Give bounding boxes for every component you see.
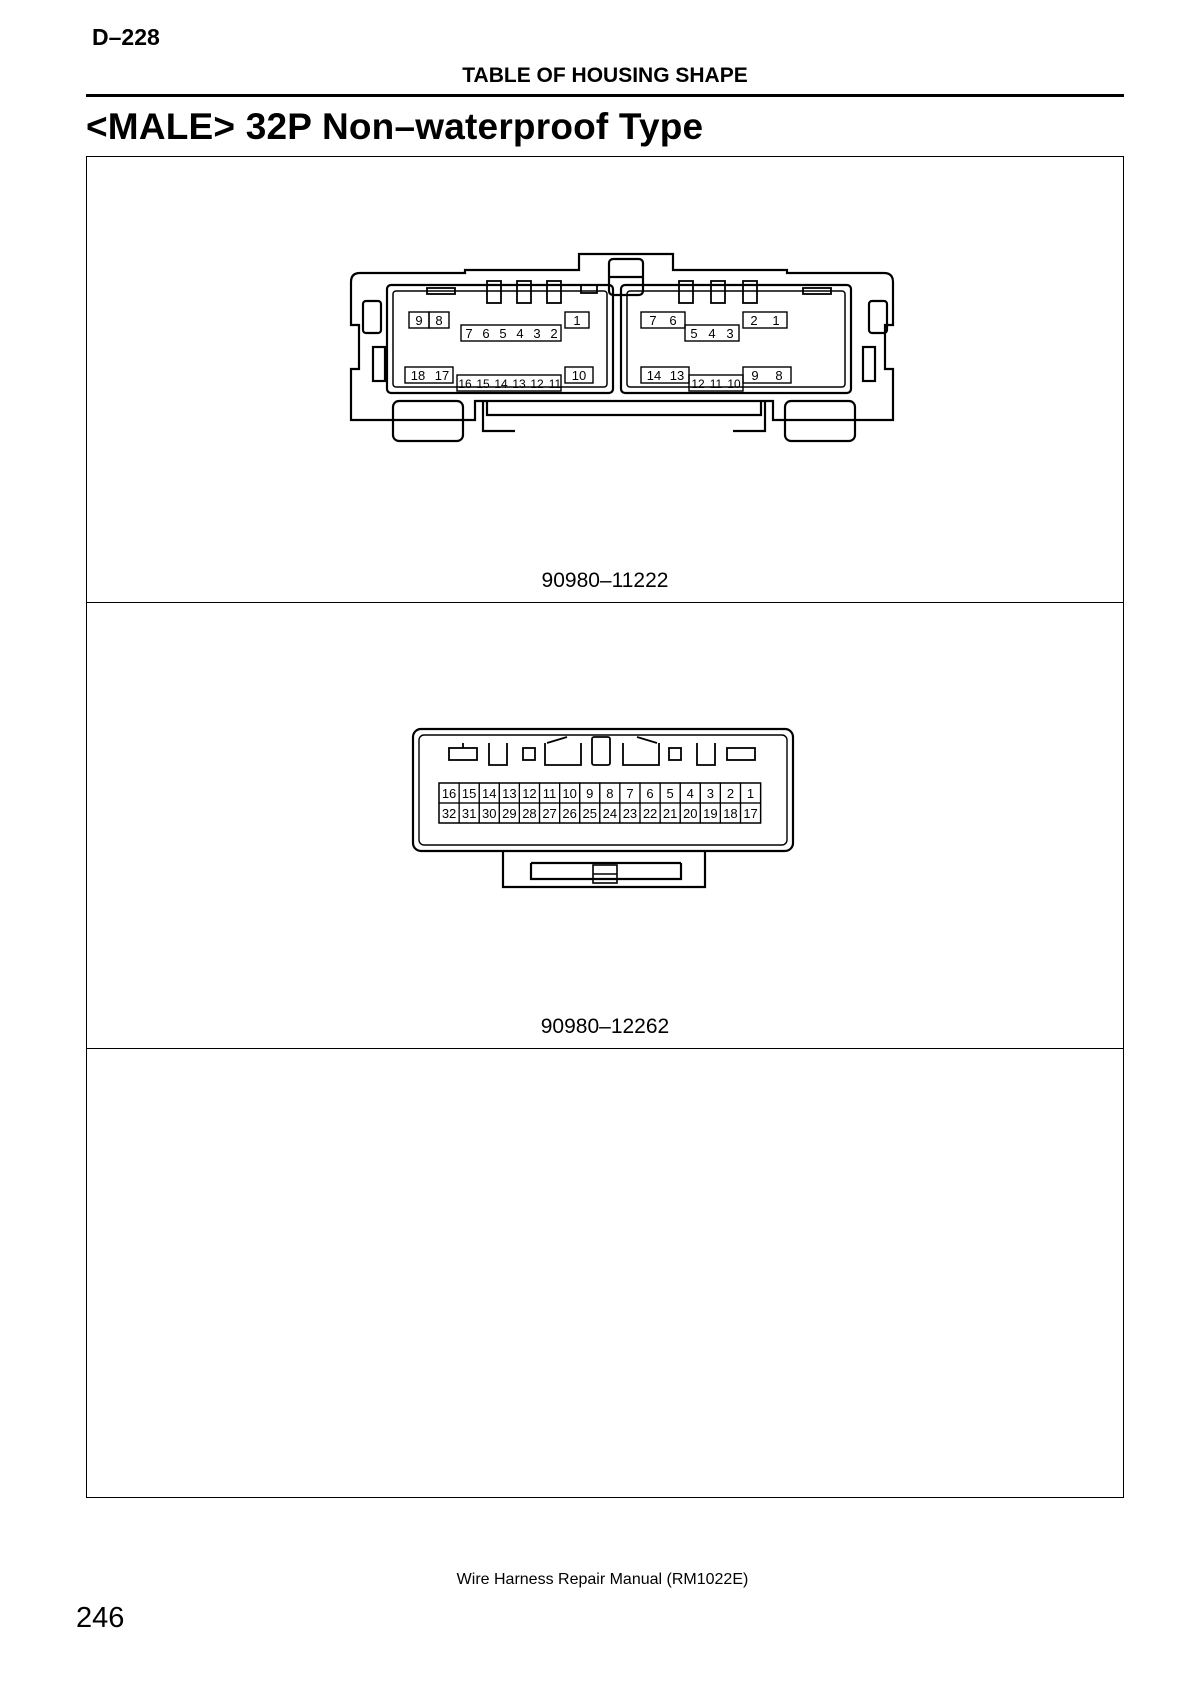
pin-label: 9 bbox=[586, 786, 593, 801]
pin-label: 11 bbox=[543, 786, 557, 801]
connector-cell-3-empty bbox=[87, 1049, 1123, 1495]
pin-label: 23 bbox=[623, 806, 637, 821]
part-number: 90980–11222 bbox=[541, 569, 669, 592]
pin-label: 5 bbox=[499, 326, 506, 341]
pin-label: 12 bbox=[691, 377, 705, 391]
pin-label: 10 bbox=[572, 368, 586, 383]
pin-label: 13 bbox=[512, 377, 526, 391]
connector-cell-1: 9 8 7 6 5 4 3 2 1 18 17 16 15 bbox=[87, 157, 1123, 603]
pin-label: 30 bbox=[482, 806, 496, 821]
pin-label: 15 bbox=[462, 786, 476, 801]
pin-label: 27 bbox=[542, 806, 556, 821]
pin-label: 4 bbox=[687, 786, 694, 801]
pin-label: 28 bbox=[522, 806, 536, 821]
pin-label: 12 bbox=[522, 786, 536, 801]
pin-label: 1 bbox=[772, 313, 779, 328]
pin-cell bbox=[739, 802, 762, 824]
pin-label: 7 bbox=[465, 326, 472, 341]
pin-label: 5 bbox=[690, 326, 697, 341]
pin-label: 26 bbox=[562, 806, 576, 821]
pin-label: 9 bbox=[751, 368, 758, 383]
pin-label: 15 bbox=[476, 377, 490, 391]
pin-label: 8 bbox=[435, 313, 442, 328]
pin-label: 1 bbox=[747, 786, 754, 801]
pin-label: 21 bbox=[663, 806, 677, 821]
part-number: 90980–12262 bbox=[540, 1015, 670, 1038]
pin-label: 5 bbox=[667, 786, 674, 801]
pin-label: 10 bbox=[727, 377, 741, 391]
pin-label: 2 bbox=[727, 786, 734, 801]
connector-1-pin-labels: 9 8 7 6 5 4 3 2 1 18 17 16 15 bbox=[404, 311, 792, 392]
section-header: TABLE OF HOUSING SHAPE bbox=[462, 64, 748, 87]
pin-label: 17 bbox=[435, 368, 449, 383]
pin-label: 14 bbox=[482, 786, 496, 801]
pin-label: 6 bbox=[669, 313, 676, 328]
page-code: D–228 bbox=[92, 24, 160, 50]
pin-label: 10 bbox=[562, 786, 576, 801]
pin-label: 2 bbox=[750, 313, 757, 328]
pin-label: 9 bbox=[415, 313, 422, 328]
housing-shape-table: 9 8 7 6 5 4 3 2 1 18 17 16 15 bbox=[86, 156, 1124, 1498]
pin-label: 4 bbox=[708, 326, 715, 341]
pin-label: 4 bbox=[516, 326, 523, 341]
pin-label: 3 bbox=[707, 786, 714, 801]
pin-label: 12 bbox=[530, 377, 544, 391]
pin-label: 18 bbox=[411, 368, 425, 383]
pin-label: 2 bbox=[550, 326, 557, 341]
document-title: <MALE> 32P Non–waterproof Type bbox=[86, 106, 704, 147]
pin-label: 24 bbox=[603, 806, 617, 821]
pin-label: 6 bbox=[482, 326, 489, 341]
pin-label: 14 bbox=[647, 368, 661, 383]
pin-label: 14 bbox=[494, 377, 508, 391]
pin-label: 29 bbox=[502, 806, 516, 821]
pin-label: 16 bbox=[442, 786, 456, 801]
pin-label: 20 bbox=[683, 806, 697, 821]
pin-label: 13 bbox=[670, 368, 684, 383]
header-rule bbox=[86, 94, 1124, 97]
page-number: 246 bbox=[76, 1602, 125, 1634]
connector-1-drawing: 9 8 7 6 5 4 3 2 1 18 17 16 15 bbox=[349, 252, 895, 443]
pin-label: 32 bbox=[442, 806, 456, 821]
pin-label: 18 bbox=[723, 806, 737, 821]
pin-label: 1 bbox=[573, 313, 580, 328]
pin-label: 31 bbox=[462, 806, 476, 821]
pin-label: 3 bbox=[726, 326, 733, 341]
pin-label: 7 bbox=[626, 786, 633, 801]
pin-label: 19 bbox=[703, 806, 717, 821]
pin-label: 16 bbox=[458, 377, 472, 391]
pin-label: 17 bbox=[743, 806, 757, 821]
footer-manual-title: Wire Harness Repair Manual (RM1022E) bbox=[456, 1571, 749, 1588]
pin-label: 25 bbox=[583, 806, 597, 821]
pin-label: 8 bbox=[775, 368, 782, 383]
pin-label: 6 bbox=[646, 786, 653, 801]
pin-label: 11 bbox=[710, 377, 723, 391]
pin-label: 3 bbox=[533, 326, 540, 341]
pin-label: 7 bbox=[649, 313, 656, 328]
pin-label: 8 bbox=[606, 786, 613, 801]
pin-label: 22 bbox=[643, 806, 657, 821]
pin-label: 11 bbox=[549, 377, 562, 391]
pin-label: 13 bbox=[502, 786, 516, 801]
